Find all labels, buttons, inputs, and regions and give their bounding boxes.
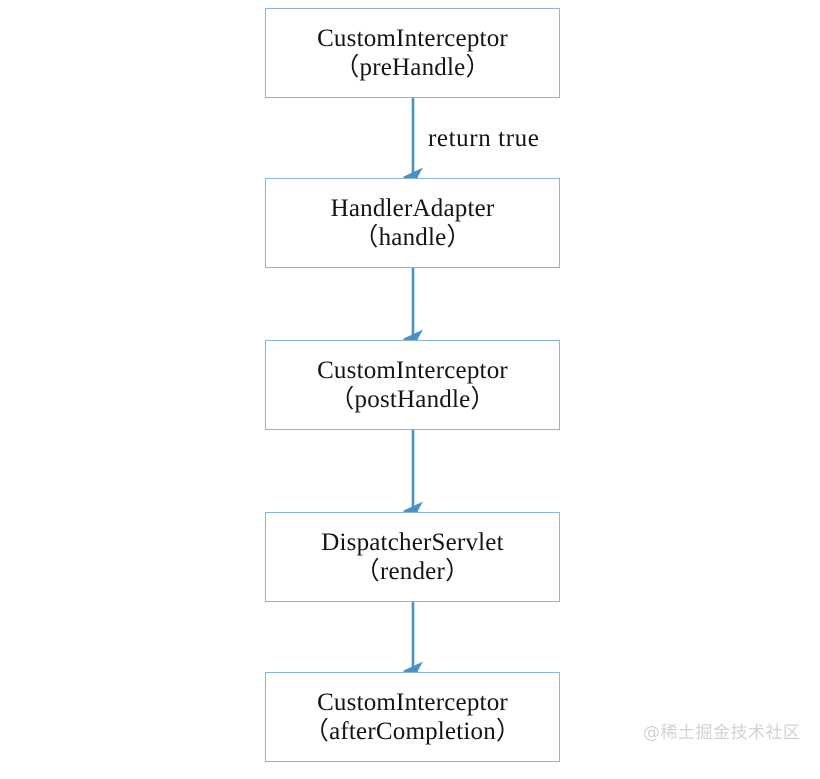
edge-label-return-true: return true: [428, 125, 540, 152]
node-handler-adapter[interactable]: HandlerAdapter （handle）: [265, 178, 560, 268]
node-title: CustomInterceptor: [317, 688, 508, 716]
node-post-handle[interactable]: CustomInterceptor （postHandle）: [265, 340, 560, 430]
node-subtitle: （postHandle）: [329, 386, 496, 413]
node-subtitle: （preHandle）: [334, 54, 491, 81]
node-dispatcher-servlet[interactable]: DispatcherServlet （render）: [265, 512, 560, 602]
watermark: @稀土掘金技术社区: [643, 723, 801, 743]
node-title: CustomInterceptor: [317, 24, 508, 52]
node-subtitle: （handle）: [353, 224, 472, 251]
node-subtitle: （afterCompletion）: [303, 718, 522, 745]
node-title: HandlerAdapter: [330, 194, 495, 222]
node-title: CustomInterceptor: [317, 356, 508, 384]
node-pre-handle[interactable]: CustomInterceptor （preHandle）: [265, 8, 560, 98]
node-after-completion[interactable]: CustomInterceptor （afterCompletion）: [265, 672, 560, 762]
node-subtitle: （render）: [354, 558, 471, 585]
node-title: DispatcherServlet: [321, 528, 504, 556]
